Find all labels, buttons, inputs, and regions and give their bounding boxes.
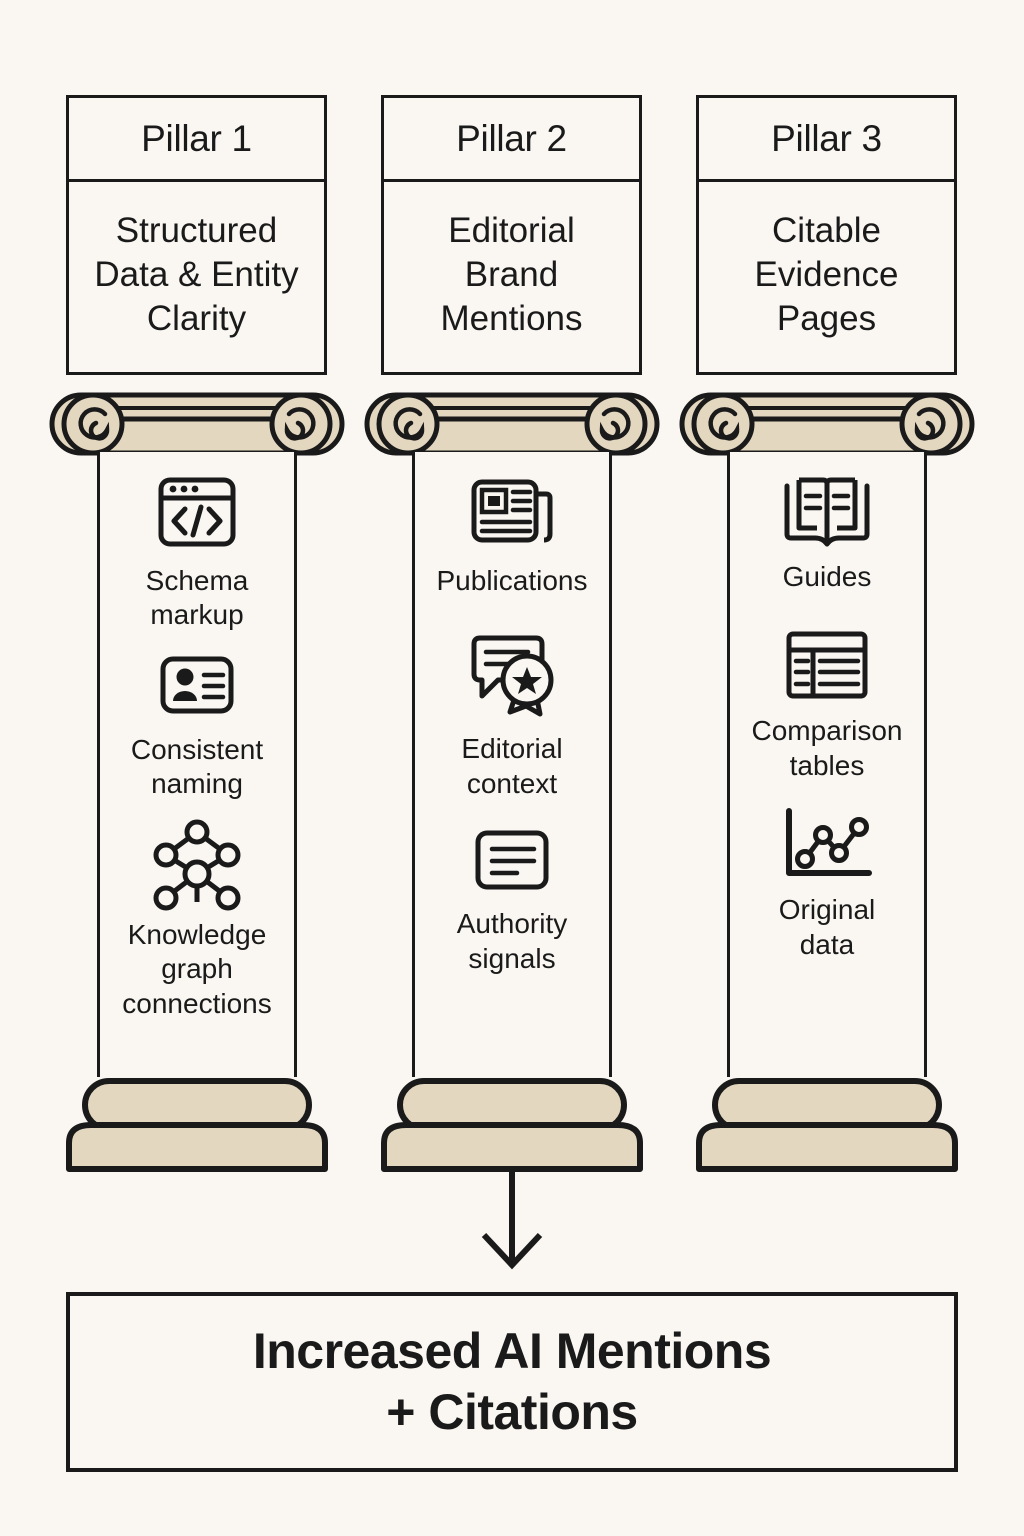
feature-label: Original data <box>778 894 876 960</box>
pillar-base-2 <box>381 1078 643 1172</box>
newspaper-icon <box>471 479 553 543</box>
line-chart-icon <box>786 808 872 877</box>
knowledge-graph-icon <box>153 819 241 911</box>
pillar-shaft-1: Schema markup Consistent naming <box>97 452 297 1077</box>
table-grid-icon <box>786 631 868 699</box>
pillar-number-3: Pillar 3 <box>699 98 954 182</box>
feature-item: Guides <box>730 466 924 594</box>
pillar-header-2: Pillar 2 Editorial Brand Mentions <box>381 95 642 375</box>
outcome-text: Increased AI Mentions + Citations <box>252 1323 772 1440</box>
speech-bubble-award-icon <box>471 635 554 717</box>
code-window-icon <box>158 477 236 547</box>
pillar-base-3 <box>696 1078 958 1172</box>
feature-label: Guides <box>782 561 872 592</box>
feature-item: Consistent naming <box>100 647 294 802</box>
pillar-subtitle-3: Citable Evidence Pages <box>754 210 899 339</box>
pillar-subtitle-1: Structured Data & Entity Clarity <box>94 210 299 339</box>
pillar-base-1 <box>66 1078 328 1172</box>
document-lines-icon <box>475 830 549 890</box>
feature-label: Editorial context <box>461 733 563 799</box>
ionic-capital-2 <box>364 392 660 456</box>
pillar-column-1: Schema markup Consistent naming <box>47 390 347 1172</box>
pillar-column-3: Guides Comparison tables <box>677 390 977 1172</box>
ionic-capital-3 <box>679 392 975 456</box>
feature-label: Knowledge graph connections <box>122 918 272 1019</box>
feature-item: Authority signals <box>415 823 609 976</box>
feature-item: Comparison tables <box>730 624 924 783</box>
pillar-shaft-3: Guides Comparison tables <box>727 452 927 1077</box>
pillar-shaft-2: Publications Editorial context <box>412 452 612 1077</box>
down-arrow-icon <box>481 1169 543 1270</box>
feature-item: Editorial context <box>415 626 609 801</box>
open-book-icon <box>784 477 870 547</box>
feature-label: Consistent naming <box>130 733 264 800</box>
ionic-capital-1 <box>49 392 345 456</box>
id-card-icon <box>160 656 234 714</box>
pillar-header-3: Pillar 3 Citable Evidence Pages <box>696 95 957 375</box>
feature-item: Schema markup <box>100 466 294 633</box>
pillar-subtitle-2: Editorial Brand Mentions <box>440 210 583 339</box>
feature-item: Original data <box>730 801 924 962</box>
pillar-header-1: Pillar 1 Structured Data & Entity Clarit… <box>66 95 327 375</box>
pillar-number-2: Pillar 2 <box>384 98 639 182</box>
pillar-number-1: Pillar 1 <box>69 98 324 182</box>
outcome-box: Increased AI Mentions + Citations <box>66 1292 958 1472</box>
feature-label: Publications <box>436 565 588 596</box>
feature-item: Knowledge graph connections <box>100 816 294 1021</box>
feature-label: Comparison tables <box>751 715 903 781</box>
feature-label: Schema markup <box>145 565 249 631</box>
feature-label: Authority signals <box>456 908 568 974</box>
pillar-column-2: Publications Editorial context <box>362 390 662 1172</box>
feature-item: Publications <box>415 466 609 598</box>
